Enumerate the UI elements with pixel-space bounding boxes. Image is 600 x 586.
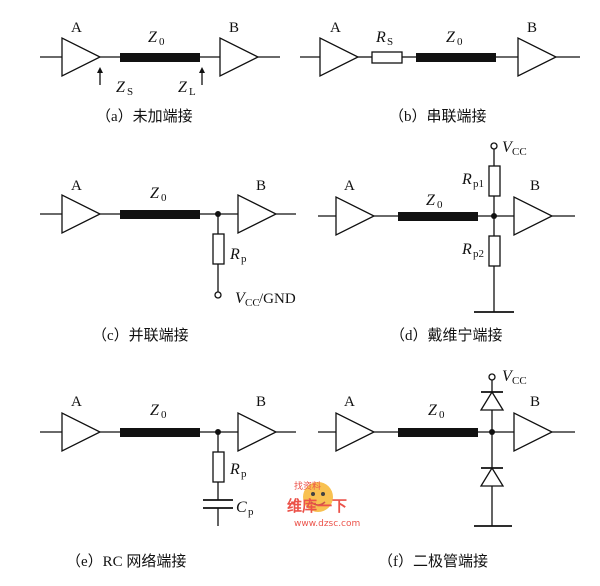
- panel-b-series: A B R S Z 0 （b）串联端接: [300, 20, 580, 125]
- label-b: B: [527, 20, 537, 36]
- label-zs: Z: [116, 79, 126, 96]
- parallel-resistor-rp: [212, 233, 225, 265]
- label-vcc: V: [502, 368, 514, 385]
- label-z0-sub: 0: [439, 409, 445, 421]
- label-a: A: [330, 20, 341, 36]
- label-zl-sub: L: [189, 86, 196, 98]
- label-a: A: [344, 178, 355, 194]
- label-b: B: [256, 394, 266, 410]
- caption-e: （e）RC 网络端接: [66, 553, 186, 570]
- driver-a-buffer: [61, 411, 102, 453]
- transmission-line: [398, 428, 478, 437]
- vcc-terminal: [490, 142, 498, 150]
- driver-a-buffer: [61, 193, 102, 235]
- panel-e-rc-network: A B Z 0 R p C p （e）RC 网络端接: [40, 394, 296, 570]
- label-b: B: [530, 178, 540, 194]
- transmission-line: [120, 53, 200, 62]
- label-rp-sub: p: [241, 253, 247, 265]
- label-cp-sub: p: [248, 506, 254, 518]
- vcc-gnd-terminal: [214, 291, 222, 299]
- label-z0: Z: [150, 185, 160, 202]
- driver-a-buffer: [61, 36, 102, 78]
- caption-f: （f）二极管端接: [378, 553, 488, 570]
- pullup-resistor-rp1: [488, 165, 501, 197]
- label-cp: C: [236, 499, 247, 516]
- receiver-b-buffer: [517, 36, 558, 78]
- watermark-url: www.dzsc.com: [294, 519, 360, 529]
- label-z0-sub: 0: [437, 199, 443, 211]
- label-zs-sub: S: [127, 86, 133, 98]
- label-rp: R: [229, 461, 240, 478]
- label-vcc-sub: CC: [512, 146, 527, 158]
- label-z0-sub: 0: [161, 192, 167, 204]
- driver-a-buffer: [335, 411, 376, 453]
- driver-a-buffer: [335, 195, 376, 237]
- label-a: A: [71, 394, 82, 410]
- caption-b: （b）串联端接: [389, 108, 487, 125]
- panel-a-unterminated: A B Z 0 Z S Z L （a）未加端接: [40, 20, 280, 125]
- pulldown-resistor-rp2: [488, 235, 501, 267]
- driver-a-buffer: [319, 36, 360, 78]
- label-rp1: R: [461, 171, 472, 188]
- label-b: B: [256, 178, 266, 194]
- caption-d: （d）戴维宁端接: [390, 327, 503, 344]
- receiver-b-buffer: [237, 193, 278, 235]
- label-rp2: R: [461, 241, 472, 258]
- transmission-line: [120, 210, 200, 219]
- label-rp: R: [229, 246, 240, 263]
- label-vcc: V: [235, 290, 247, 307]
- receiver-b-buffer: [513, 411, 554, 453]
- rc-resistor-rp: [212, 451, 225, 483]
- label-a: A: [71, 178, 82, 194]
- watermark-top: 找资料: [294, 480, 321, 492]
- panel-f-diode: A B Z 0 V CC （f）二极管端接: [318, 368, 575, 570]
- panel-c-parallel: A B Z 0 R p V CC /GND （c）并联端接: [40, 178, 296, 344]
- label-b: B: [530, 394, 540, 410]
- label-rp2-sub: p2: [473, 248, 484, 260]
- label-z0-sub: 0: [159, 36, 165, 48]
- label-vcc: V: [502, 139, 514, 156]
- label-z0: Z: [446, 29, 456, 46]
- caption-a: （a）未加端接: [96, 108, 193, 125]
- label-gnd: /GND: [259, 291, 296, 307]
- label-z0: Z: [148, 29, 158, 46]
- receiver-b-buffer: [219, 36, 260, 78]
- watermark-main: 维库一下: [287, 497, 347, 515]
- label-z0: Z: [426, 192, 436, 209]
- label-a: A: [344, 394, 355, 410]
- label-rp1-sub: p1: [473, 178, 484, 190]
- label-vcc-sub: CC: [245, 297, 260, 309]
- label-z0: Z: [150, 402, 160, 419]
- vcc-terminal: [488, 373, 496, 381]
- label-rp-sub: p: [241, 468, 247, 480]
- label-b: B: [229, 20, 239, 36]
- transmission-line: [120, 428, 200, 437]
- label-rs-sub: S: [387, 36, 393, 48]
- label-zl: Z: [178, 79, 188, 96]
- transmission-line: [416, 53, 496, 62]
- panel-d-thevenin: A B Z 0 V CC R p1 R p2 （d）戴维宁端接: [318, 139, 575, 344]
- label-z0-sub: 0: [161, 409, 167, 421]
- label-rs: R: [375, 29, 386, 46]
- receiver-b-buffer: [513, 195, 554, 237]
- series-resistor-rs: [371, 51, 403, 64]
- label-vcc-sub: CC: [512, 375, 527, 387]
- receiver-b-buffer: [237, 411, 278, 453]
- label-a: A: [71, 20, 82, 36]
- watermark-logo: 找资料 维库一下 www.dzsc.com: [287, 480, 360, 529]
- caption-c: （c）并联端接: [92, 327, 189, 344]
- transmission-line: [398, 212, 478, 221]
- label-z0: Z: [428, 402, 438, 419]
- label-z0-sub: 0: [457, 36, 463, 48]
